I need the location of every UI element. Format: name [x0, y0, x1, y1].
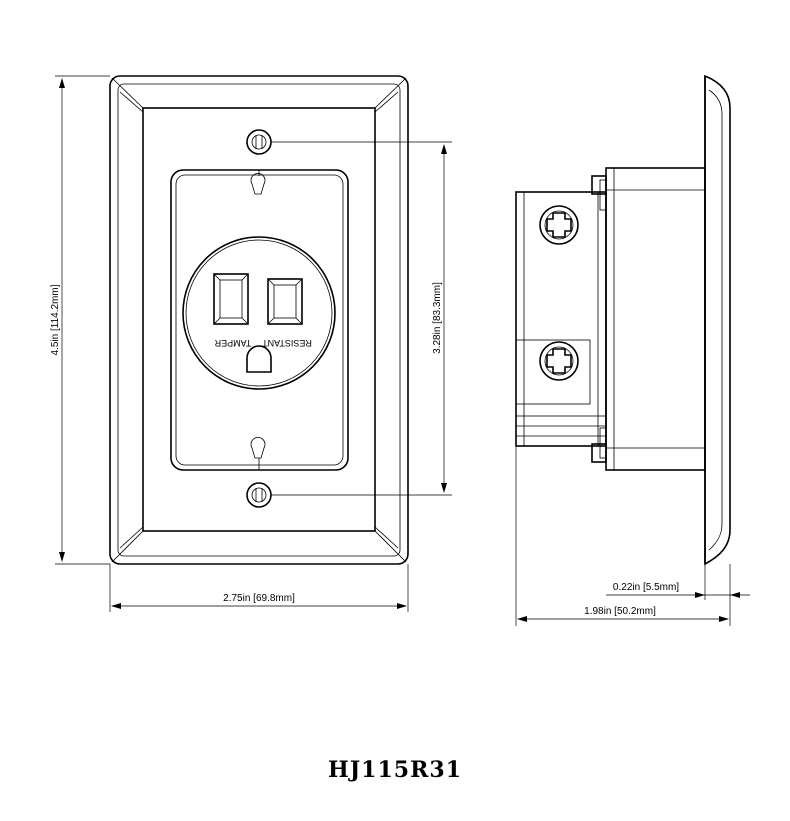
- wall-plate-outer: [109, 75, 409, 565]
- receptacle-body: [515, 191, 607, 447]
- dimension-plate-thickness: 0.22in [5.5mm]: [606, 564, 750, 626]
- plate-thickness-label: 0.22in [5.5mm]: [613, 582, 679, 593]
- model-number: HJ115R31: [327, 757, 463, 783]
- receptacle-label-resistant: RESISTANT: [262, 338, 312, 348]
- wall-plate-bevel: [117, 83, 401, 557]
- top-keyhole-slot: [250, 170, 266, 195]
- receptacle-face: [170, 169, 349, 471]
- bottom-keyhole-slot: [250, 436, 266, 470]
- front-view: TAMPER RESISTANT 4.5in [114.2mm] 3.28in …: [50, 75, 452, 612]
- neutral-slot: [213, 273, 249, 325]
- strap-screw-bottom: [591, 427, 607, 463]
- overall-height-label: 4.5in [114.2mm]: [50, 284, 61, 355]
- dimension-overall-depth: 1.98in [50.2mm]: [515, 446, 729, 626]
- ground-hole: [246, 345, 272, 373]
- terminal-screw-bottom: [539, 341, 579, 381]
- top-plate-screw: [246, 129, 272, 155]
- wall-plate-inner: [142, 107, 376, 532]
- mounting-hole-spacing-label: 3.28in [83.3mm]: [432, 282, 443, 354]
- mounting-strap: [605, 167, 706, 471]
- outlet-face: [182, 236, 336, 390]
- strap-screw-top: [591, 175, 607, 211]
- side-view: 0.22in [5.5mm] 1.98in [50.2mm]: [515, 74, 750, 626]
- hot-slot: [267, 278, 303, 325]
- terminal-screw-top: [539, 205, 579, 245]
- overall-depth-label: 1.98in [50.2mm]: [584, 606, 656, 617]
- dimension-overall-height: 4.5in [114.2mm]: [50, 75, 110, 565]
- bottom-plate-screw: [246, 482, 272, 508]
- plate-profile: [704, 74, 731, 566]
- dimension-overall-width: 2.75in [69.8mm]: [109, 564, 409, 612]
- overall-width-label: 2.75in [69.8mm]: [223, 593, 295, 604]
- receptacle-label-tamper: TAMPER: [214, 338, 251, 348]
- dimension-mounting-hole-spacing: 3.28in [83.3mm]: [271, 141, 452, 496]
